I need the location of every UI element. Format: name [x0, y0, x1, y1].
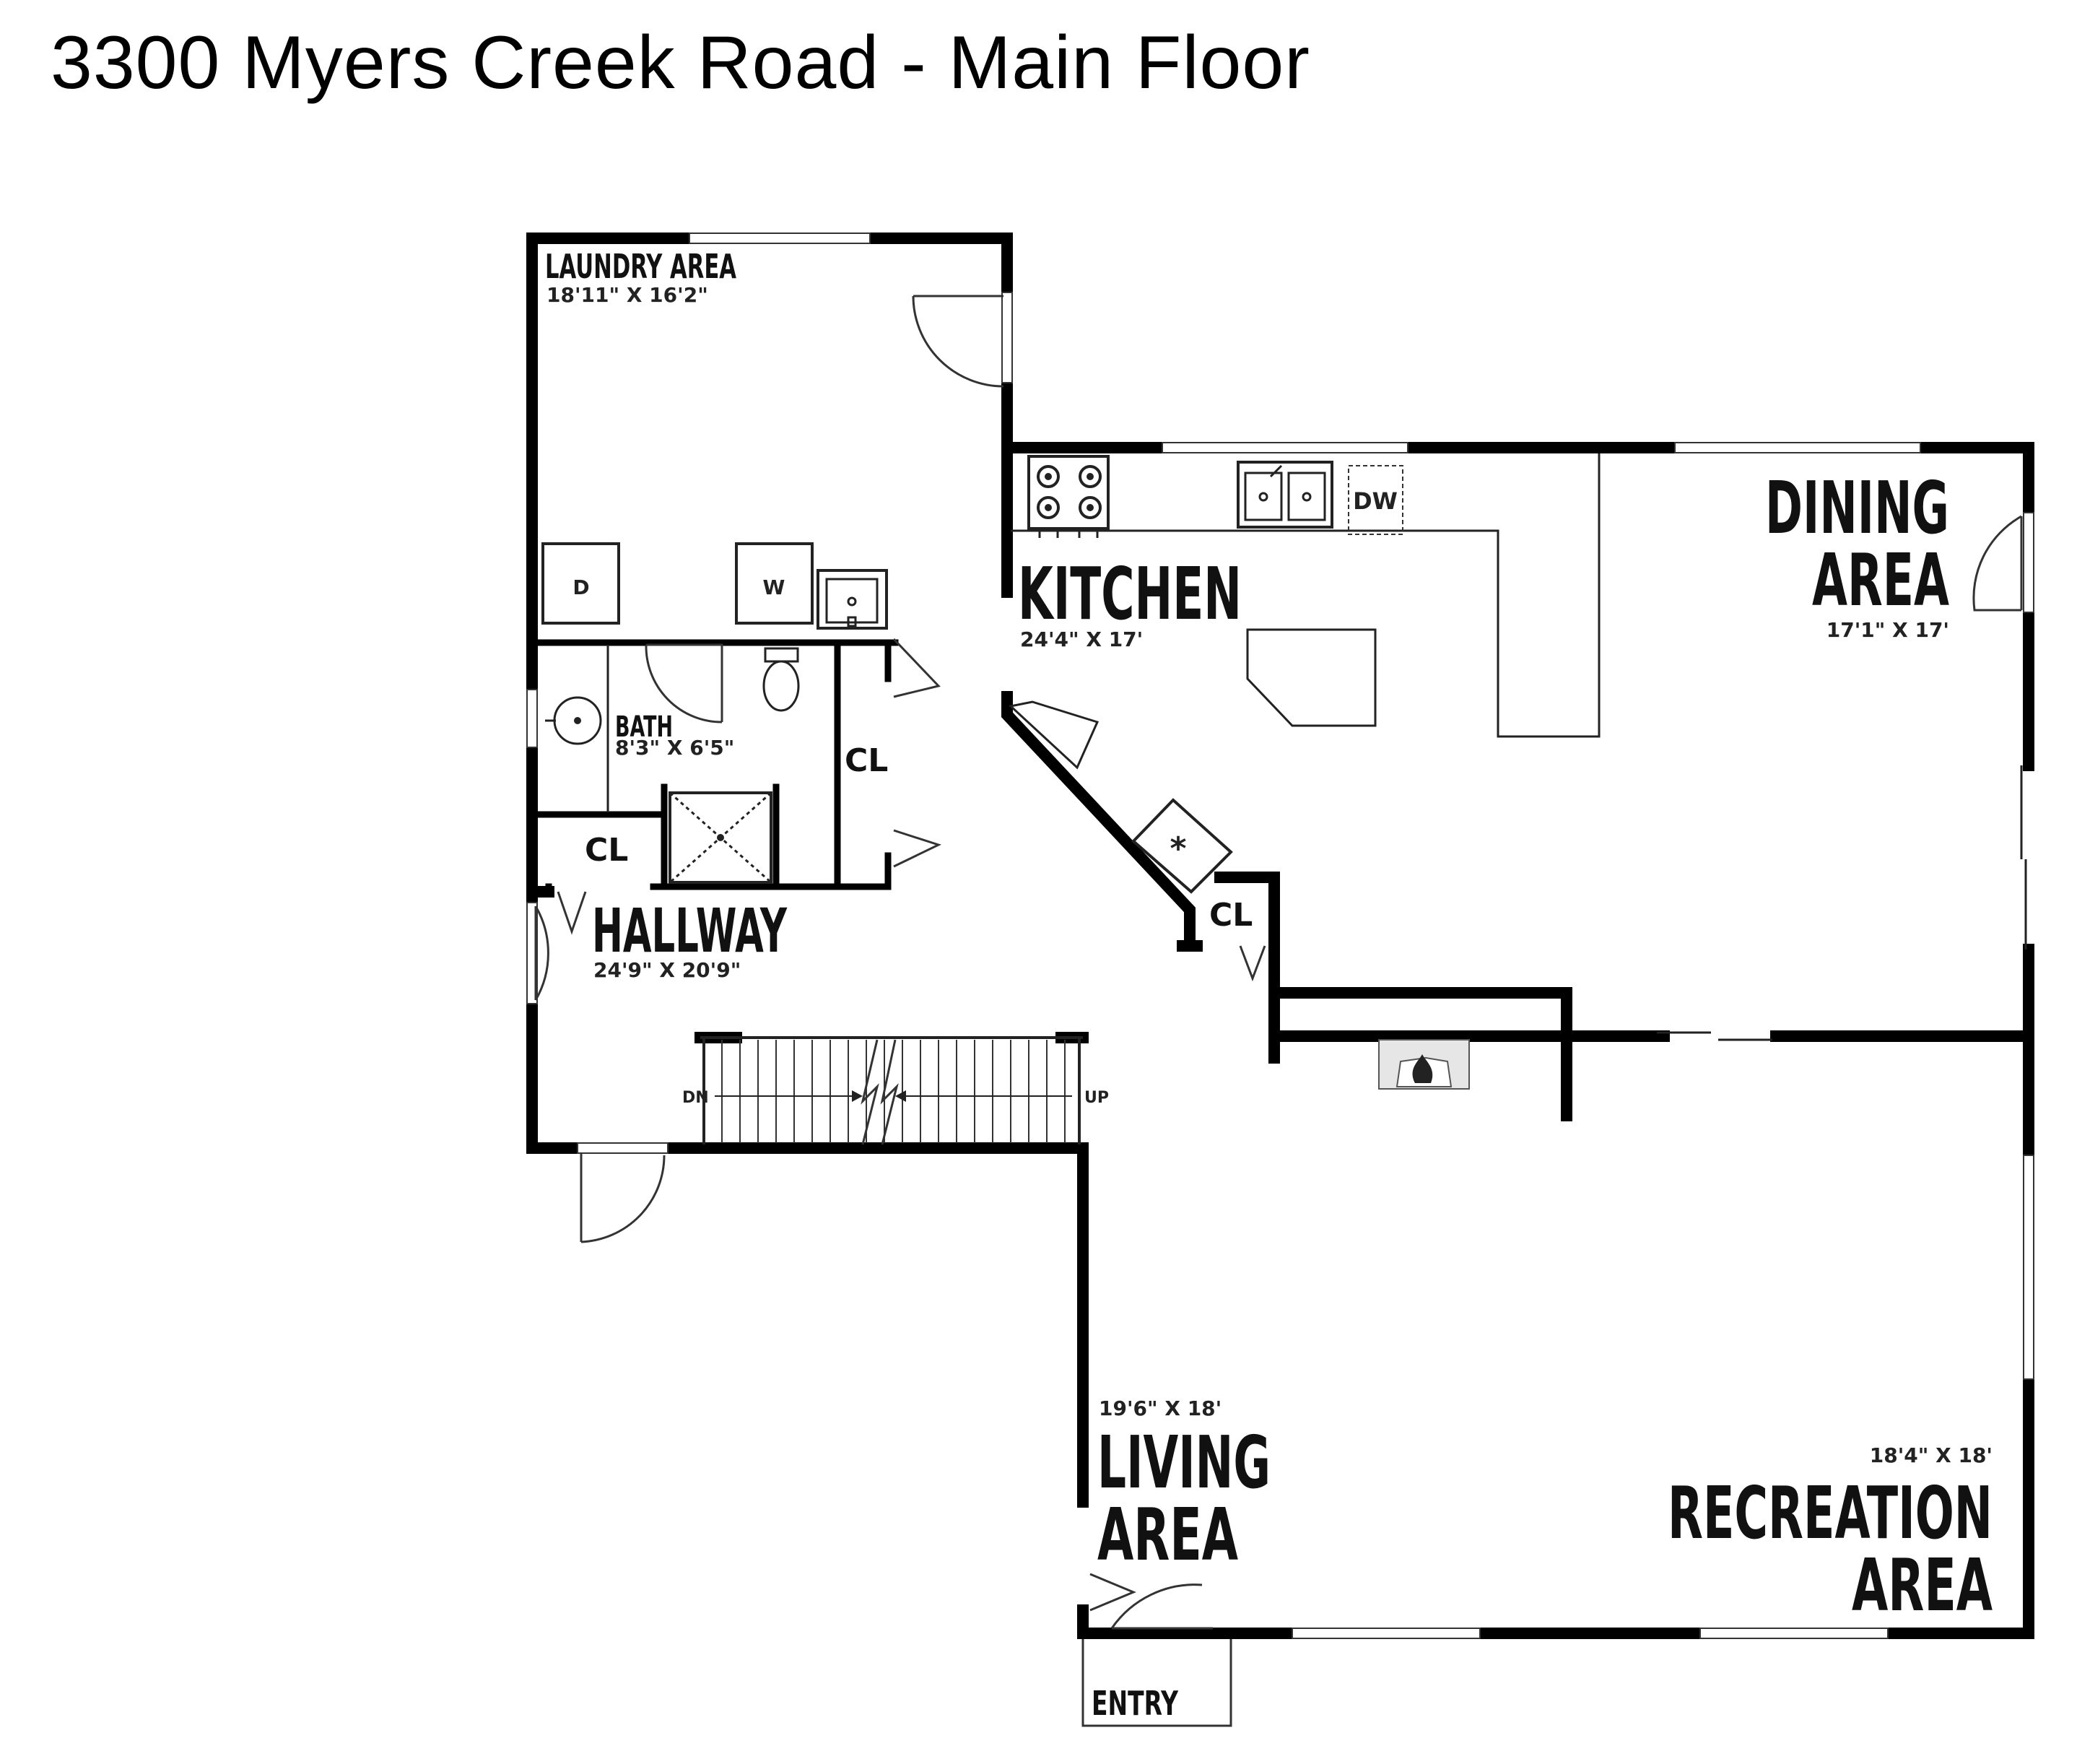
- fireplace-icon: [1378, 1039, 1470, 1090]
- toilet-icon: [762, 647, 800, 712]
- kitchen-counter: [1011, 453, 1601, 738]
- bifold-entry: [1089, 1573, 1136, 1612]
- doors: [534, 295, 2023, 1630]
- dining-label-line1: DINING: [1765, 466, 1949, 550]
- dining-size: 17'1" X 17': [1826, 618, 1949, 642]
- refrigerator: [1008, 700, 1100, 770]
- stove: [1027, 455, 1110, 530]
- utility-sink-icon: [817, 569, 888, 630]
- stairs-down-label: DN: [682, 1089, 709, 1107]
- stove-burners-icon: [1037, 465, 1102, 538]
- hallway-label: HALLWAY: [592, 895, 788, 966]
- recreation-label-line1: RECREATION: [1668, 1471, 1993, 1555]
- wall-fireplace-box: [1268, 987, 1572, 1121]
- stair-break-line: [861, 1039, 879, 1145]
- door-dining: [1972, 515, 2023, 612]
- water-heater: *: [1131, 798, 1233, 894]
- door-bath: [645, 643, 723, 724]
- laundry-bath-fixtures: D W: [541, 542, 888, 884]
- washer: [735, 542, 814, 625]
- stair-arrow-down-icon: [852, 1090, 863, 1102]
- shower-icon: [669, 791, 772, 884]
- dishwasher: [1348, 465, 1403, 535]
- hallway-size: 24'9" X 20'9": [593, 958, 741, 982]
- bath-size: 8'3" X 6'5": [615, 736, 734, 760]
- entry-box: [1081, 1639, 1232, 1727]
- bifold-cl1-bottom: [893, 829, 942, 868]
- stairs: DN UP: [682, 1032, 1109, 1145]
- kitchen-island: [1246, 628, 1377, 727]
- door-laundry: [912, 295, 1004, 388]
- entry-label: ENTRY: [1092, 1684, 1178, 1723]
- page-title: 3300 Myers Creek Road - Main Floor: [51, 21, 1310, 105]
- window-bottom-left: [1292, 1628, 1481, 1639]
- window-kitchen-top: [1162, 442, 1408, 453]
- dining-label-line2: AREA: [1812, 538, 1949, 622]
- living-label-line2: AREA: [1097, 1493, 1238, 1577]
- stairs-up-label: UP: [1084, 1089, 1109, 1107]
- window-dining-top: [1674, 442, 1921, 453]
- kitchen-label: KITCHEN: [1018, 552, 1242, 636]
- recreation-label-line2: AREA: [1852, 1543, 1993, 1628]
- living-label-line1: LIVING: [1097, 1420, 1271, 1505]
- svg-text:*: *: [1170, 830, 1186, 867]
- window-hall-bottom: [577, 1142, 669, 1154]
- closet-label-1: CL: [845, 742, 888, 779]
- door-hall-bottom: [580, 1153, 666, 1243]
- windows: [526, 233, 2034, 1639]
- laundry-size: 18'11" X 16'2": [547, 283, 708, 307]
- washer-label: W: [763, 575, 785, 599]
- dryer: [541, 542, 620, 625]
- interior-walls: [526, 639, 899, 898]
- stair-break-line-2: [880, 1039, 899, 1145]
- dishwasher-label: DW: [1353, 487, 1398, 515]
- bath-sink-icon: [545, 696, 602, 745]
- laundry-label: LAUNDRY AREA: [545, 247, 736, 286]
- door-entry: [1110, 1583, 1213, 1630]
- window-laundry-right: [1001, 292, 1013, 383]
- wall-kitchen-diagonal: [1001, 691, 1196, 952]
- stair-arrow-up-icon: [895, 1090, 906, 1102]
- dryer-label: D: [572, 575, 589, 599]
- window-bottom-right: [1699, 1628, 1889, 1639]
- bifold-cl3: [1239, 945, 1266, 982]
- bifold-cl2: [557, 891, 587, 935]
- window-recreation-right: [2023, 1155, 2034, 1380]
- bath-label: BATH: [615, 711, 673, 744]
- window-bath: [526, 689, 538, 748]
- closet-label-3: CL: [1209, 897, 1253, 934]
- kitchen-sink-icon: [1237, 461, 1333, 529]
- bifold-cl1-top: [892, 638, 941, 698]
- kitchen-fixtures: DW *: [1008, 453, 1601, 1090]
- door-hall-left: [534, 905, 549, 1001]
- recreation-size: 18'4" X 18': [1870, 1443, 1993, 1467]
- window-dining-right: [2023, 512, 2034, 613]
- closet-label-2: CL: [585, 832, 628, 869]
- kitchen-size: 24'4" X 17': [1020, 627, 1143, 651]
- living-size: 19'6" X 18': [1099, 1396, 1222, 1420]
- room-labels: LAUNDRY AREA 18'11" X 16'2" KITCHEN 24'4…: [545, 247, 1993, 1723]
- window-laundry-top: [689, 233, 871, 244]
- stair-treads: [721, 1040, 1066, 1143]
